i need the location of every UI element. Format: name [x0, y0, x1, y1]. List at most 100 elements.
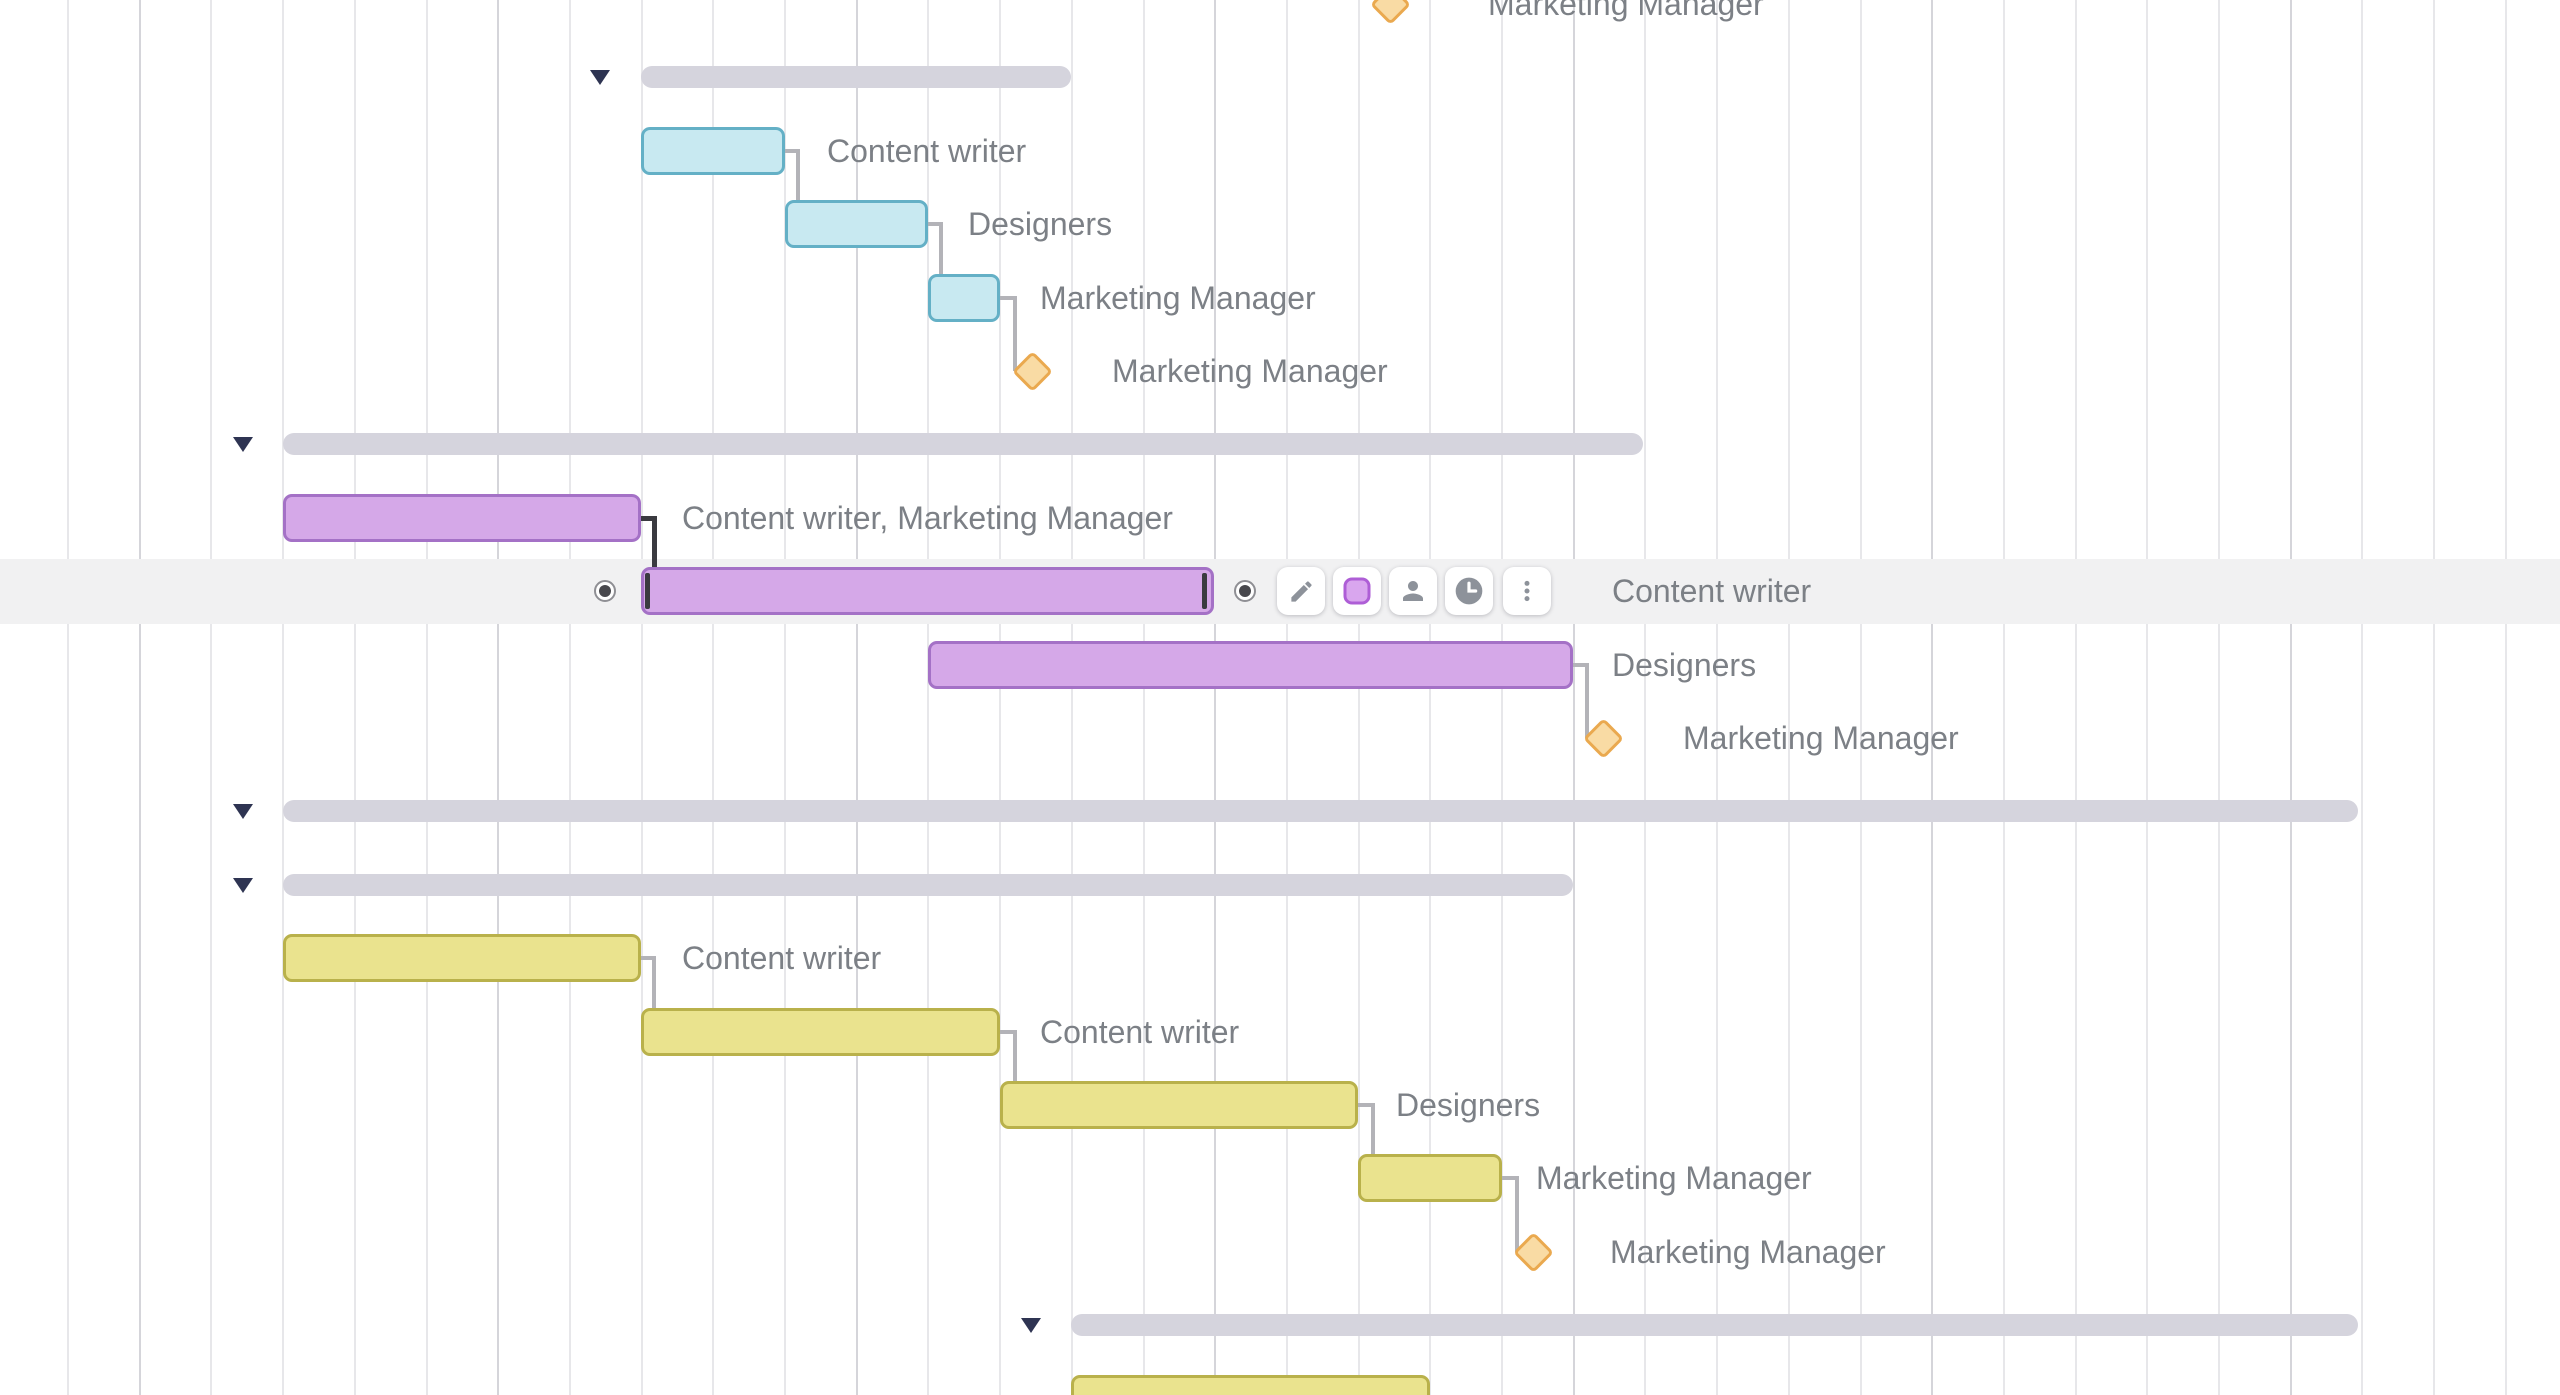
task-label: Marketing Manager	[1536, 1160, 1812, 1196]
day-gridline	[1070, 0, 1073, 1395]
day-gridline	[712, 0, 715, 1395]
day-gridline	[784, 0, 786, 1395]
dependency-link-dark-h	[641, 515, 657, 521]
task-bar[interactable]	[283, 494, 641, 542]
dependency-link-v	[796, 149, 800, 204]
task-bar[interactable]	[1000, 1081, 1358, 1129]
dependency-link-h	[928, 222, 943, 226]
task-label: Content writer	[827, 133, 1027, 169]
milestone-diamond[interactable]	[1011, 350, 1053, 392]
day-gridline	[1429, 0, 1432, 1395]
dependency-link-h	[1000, 1030, 1017, 1034]
day-gridline	[1357, 0, 1360, 1395]
day-gridline	[927, 0, 930, 1395]
bar-resize-handle[interactable]	[645, 573, 650, 609]
summary-bar[interactable]	[1071, 1314, 2358, 1336]
task-label: Content writer, Marketing Manager	[682, 500, 1173, 536]
day-gridline	[1787, 0, 1790, 1395]
day-gridline	[1501, 0, 1503, 1395]
edit-button[interactable]	[1277, 567, 1325, 615]
week-gridline	[138, 0, 141, 1395]
dependency-link-dark-v	[652, 515, 657, 571]
bar-resize-handle[interactable]	[1202, 573, 1207, 609]
dependency-link-h	[785, 149, 800, 153]
day-gridline	[210, 0, 213, 1395]
day-gridline	[282, 0, 285, 1395]
dependency-link-h	[1573, 663, 1589, 667]
day-gridline	[1285, 0, 1288, 1395]
collapse-triangle-icon[interactable]	[590, 70, 610, 85]
color-button[interactable]	[1333, 567, 1381, 615]
pencil-icon	[1288, 578, 1315, 605]
assignee-button[interactable]	[1389, 567, 1437, 615]
task-bar[interactable]	[785, 200, 928, 248]
task-label: Marketing Manager	[1683, 720, 1959, 756]
task-bar[interactable]	[283, 934, 641, 982]
day-gridline	[2218, 0, 2220, 1395]
dependency-link-h	[1000, 296, 1017, 300]
collapse-triangle-icon[interactable]	[233, 878, 253, 893]
task-label: Marketing Manager	[1112, 353, 1388, 389]
dependency-link-h	[641, 956, 656, 960]
week-gridline	[2289, 0, 2292, 1395]
task-label: Designers	[1396, 1087, 1541, 1123]
task-bar[interactable]	[928, 641, 1573, 689]
time-button[interactable]	[1445, 567, 1493, 615]
day-gridline	[2002, 0, 2005, 1395]
task-bar[interactable]	[641, 1008, 1000, 1056]
task-label: Marketing Manager	[1488, 0, 1764, 22]
left-link-port[interactable]	[594, 580, 616, 602]
day-gridline	[1644, 0, 1647, 1395]
day-gridline	[640, 0, 643, 1395]
kebab-menu-icon	[1514, 578, 1540, 604]
day-gridline	[2433, 0, 2436, 1395]
week-gridline	[1931, 0, 1934, 1395]
dependency-link-h	[1502, 1176, 1519, 1180]
day-gridline	[1716, 0, 1719, 1395]
day-gridline	[999, 0, 1002, 1395]
task-label: Designers	[1612, 647, 1757, 683]
week-gridline	[497, 0, 500, 1395]
task-bar[interactable]	[1358, 1154, 1502, 1202]
more-button[interactable]	[1503, 567, 1551, 615]
day-gridline	[2504, 0, 2507, 1395]
right-link-port[interactable]	[1234, 580, 1256, 602]
week-gridline	[855, 0, 858, 1395]
task-bar[interactable]	[928, 274, 1000, 322]
day-gridline	[425, 0, 428, 1395]
task-bar[interactable]	[1071, 1375, 1430, 1395]
dependency-link-v	[1585, 663, 1589, 738]
week-gridline	[1572, 0, 1575, 1395]
dependency-link-h	[1358, 1103, 1375, 1107]
day-gridline	[2361, 0, 2364, 1395]
milestone-diamond[interactable]	[1369, 0, 1411, 25]
dependency-link-v	[1013, 1030, 1017, 1085]
day-gridline	[1142, 0, 1145, 1395]
summary-bar[interactable]	[641, 66, 1071, 88]
task-bar[interactable]	[641, 127, 785, 175]
day-gridline	[67, 0, 69, 1395]
clock-icon	[1453, 575, 1485, 607]
collapse-triangle-icon[interactable]	[233, 437, 253, 452]
task-label: Designers	[968, 206, 1113, 242]
week-gridline	[1214, 0, 1217, 1395]
collapse-triangle-icon[interactable]	[1021, 1318, 1041, 1333]
color-swatch-icon	[1342, 576, 1372, 606]
summary-bar[interactable]	[283, 800, 2358, 822]
day-gridline	[353, 0, 356, 1395]
link-port-dot	[1239, 585, 1251, 597]
day-gridline	[2146, 0, 2149, 1395]
summary-bar[interactable]	[283, 874, 1573, 896]
day-gridline	[2074, 0, 2077, 1395]
dependency-link-v	[1371, 1103, 1375, 1158]
task-label: Content writer	[1612, 573, 1812, 609]
collapse-triangle-icon[interactable]	[233, 804, 253, 819]
dependency-link-v	[939, 222, 943, 278]
task-label: Content writer	[682, 940, 882, 976]
task-label: Marketing Manager	[1040, 280, 1316, 316]
task-bar-selected[interactable]	[641, 567, 1214, 615]
task-label: Marketing Manager	[1610, 1234, 1886, 1270]
summary-bar[interactable]	[283, 433, 1643, 455]
day-gridline	[1859, 0, 1862, 1395]
